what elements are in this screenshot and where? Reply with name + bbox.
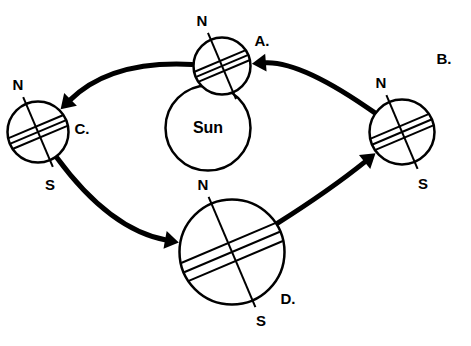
latitude-band (184, 232, 280, 273)
globe-outline (192, 36, 252, 96)
position-letter: B. (437, 51, 452, 66)
pole-label: N (197, 13, 208, 28)
latitude-band (189, 241, 283, 281)
latitude-band (10, 120, 65, 143)
earth-globe: C. (6, 100, 70, 164)
position-letter: A. (255, 33, 270, 48)
earth-globe: B. (368, 98, 436, 166)
latitude-band (196, 55, 248, 77)
orbit-arrow (61, 64, 192, 109)
pole-label: N (376, 75, 387, 90)
arrow-head (163, 231, 178, 249)
sun-label: Sun (193, 120, 223, 136)
latitude-band (373, 120, 432, 145)
arrow-head (252, 54, 267, 72)
latitude-band (375, 125, 433, 150)
arrow-shaft (264, 63, 374, 113)
pole-label: S (45, 177, 55, 192)
arrow-shaft (57, 158, 167, 240)
position-letter: C. (75, 121, 90, 136)
pole-label: N (198, 177, 209, 192)
latitude-band (181, 223, 275, 263)
latitude-band (199, 60, 250, 81)
globe-outline (6, 100, 70, 164)
orbit-arrow (278, 153, 376, 223)
latitude-band (195, 50, 246, 71)
pole-label: N (13, 77, 24, 92)
earth-globe: D. (178, 198, 286, 306)
globe-outline (178, 198, 286, 306)
arrow-head (359, 153, 376, 169)
sun-circle: Sun (164, 84, 252, 172)
arrow-head (61, 93, 77, 109)
orbit-arrow (252, 54, 374, 113)
arrow-shaft (69, 64, 192, 101)
latitude-band (371, 114, 429, 139)
pole-label: S (418, 176, 428, 191)
pole-label: S (256, 313, 266, 328)
orbit-arrow (57, 158, 179, 249)
latitude-band (13, 126, 67, 149)
arrow-shaft (278, 161, 367, 223)
position-letter: D. (281, 291, 296, 306)
latitude-band (9, 115, 63, 138)
globe-outline (368, 98, 436, 166)
earth-globe: A. (192, 36, 252, 96)
